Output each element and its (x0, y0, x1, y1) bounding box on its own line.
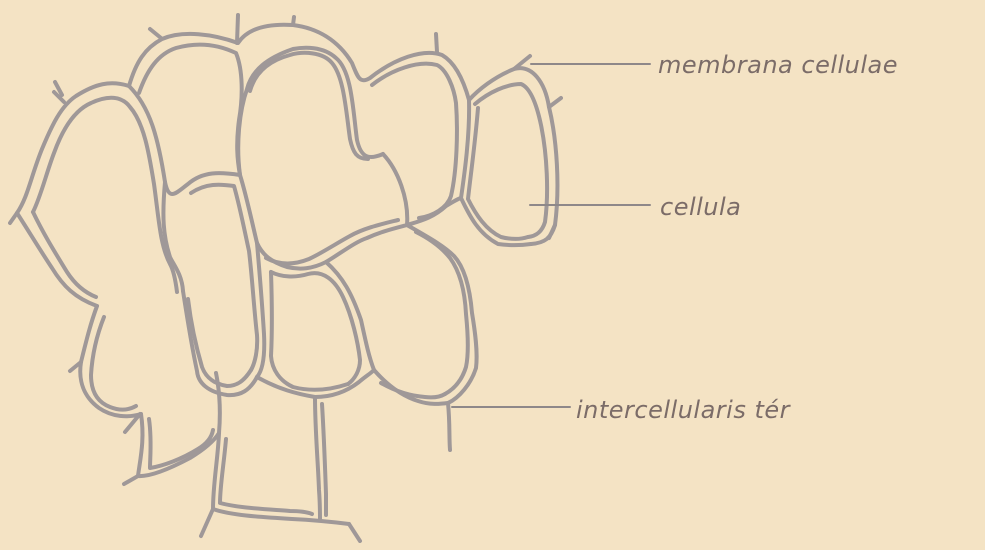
label-intercellular-space: intercellularis tér (576, 396, 790, 424)
cell-contour (271, 272, 348, 390)
cell-contour (33, 98, 177, 292)
cell-wall-outline (383, 154, 407, 225)
cell-contour (475, 84, 547, 237)
cell-wall-outline (240, 175, 461, 269)
cell-contour (250, 53, 368, 159)
cell-contour (220, 439, 312, 514)
cell-wall-outline (80, 306, 141, 416)
cell-contour (191, 185, 257, 370)
cell-contour (372, 64, 457, 218)
cell-wall-outline (129, 48, 383, 194)
label-cell-wall: membrana cellulae (658, 51, 898, 79)
cell-wall-outline (315, 397, 320, 520)
cell-wall-outline (448, 403, 450, 450)
label-cell: cellula (660, 193, 741, 221)
cell-contour (91, 317, 136, 410)
cell-contour (416, 232, 468, 394)
cell-wall-outline (257, 243, 264, 377)
cell-contour (468, 108, 528, 239)
cell-contour (322, 404, 326, 515)
cell-contour (139, 45, 242, 175)
